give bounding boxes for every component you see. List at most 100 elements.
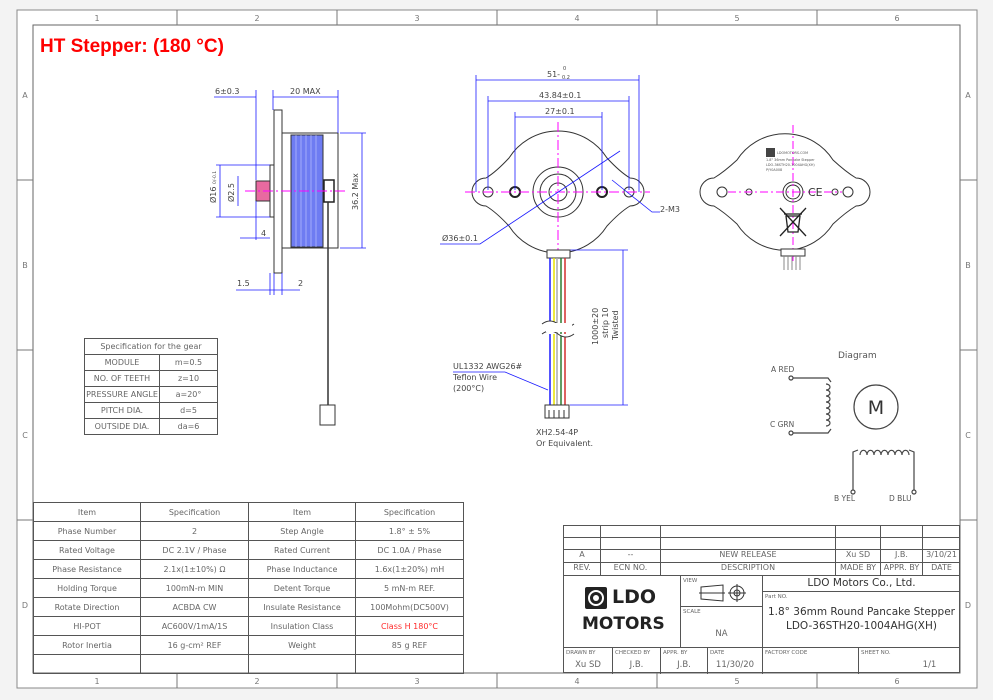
svg-text:2: 2	[298, 279, 303, 288]
svg-text:6: 6	[894, 14, 899, 23]
ecn-header: ECN NO.	[601, 563, 661, 576]
factory-code-label: FACTORY CODE	[765, 650, 808, 656]
cell: 100Mohm(DC500V)	[355, 597, 464, 617]
svg-text:C GRN: C GRN	[770, 420, 794, 429]
svg-text:1: 1	[94, 677, 99, 686]
table-row-empty	[33, 654, 464, 674]
svg-text:5: 5	[734, 677, 739, 686]
svg-text:Twisted: Twisted	[611, 310, 620, 341]
drawn-by-label: DRAWN BY	[566, 650, 596, 656]
svg-text:B: B	[22, 261, 28, 270]
svg-text:A: A	[22, 91, 28, 100]
svg-text:2: 2	[254, 677, 259, 686]
part-number: LDO-36STH20-1004AHG(XH)	[786, 620, 937, 632]
title-block: A -- NEW RELEASE Xu SD J.B. 3/10/21 REV.…	[563, 525, 960, 674]
cell: 2.1x(1±10%) Ω	[140, 559, 249, 579]
boss-tolerance: 0/-0.1	[212, 171, 218, 184]
svg-text:P/Y0A008: P/Y0A008	[766, 168, 782, 172]
made-by-header: MADE BY	[836, 563, 881, 576]
cell: d=5	[159, 402, 218, 419]
svg-text:C: C	[965, 431, 971, 440]
svg-text:1000±20: 1000±20	[591, 308, 600, 345]
svg-text:2: 2	[254, 14, 259, 23]
cell: 5 mN-m REF.	[355, 578, 464, 598]
svg-text:A: A	[965, 91, 971, 100]
svg-text:20 MAX: 20 MAX	[290, 87, 321, 96]
projection-symbol-icon	[699, 584, 746, 602]
date-header: DATE	[923, 563, 960, 576]
approved-by-label: APPR. BY	[663, 650, 688, 656]
svg-text:4: 4	[574, 677, 579, 686]
cell: 2	[140, 521, 249, 541]
cell: PITCH DIA.	[84, 402, 160, 419]
svg-text:strip 10: strip 10	[601, 307, 610, 338]
svg-text:3: 3	[414, 677, 419, 686]
view-cell: VIEW	[681, 576, 763, 607]
factory-code-cell: FACTORY CODE	[763, 648, 859, 674]
cell: Step Angle	[248, 521, 356, 541]
svg-text:Ø36±0.1: Ø36±0.1	[442, 233, 478, 243]
cell: m=0.5	[159, 354, 218, 371]
svg-text:6: 6	[894, 677, 899, 686]
logo-mark	[766, 148, 775, 157]
cell: Insulation Class	[248, 616, 356, 636]
cell: AC600V/1mA/1S	[140, 616, 249, 636]
svg-text:C: C	[22, 431, 28, 440]
cell: 16 g-cm² REF	[140, 635, 249, 655]
cell: PRESSURE ANGLE	[84, 386, 160, 403]
table-row: OUTSIDE DIA.da=6	[84, 418, 218, 435]
svg-text:D BLU: D BLU	[889, 494, 912, 503]
sheet-no-label: SHEET NO.	[861, 650, 891, 656]
cell: Rated Current	[248, 540, 356, 560]
svg-text:43.84±0.1: 43.84±0.1	[539, 91, 581, 100]
svg-text:LDO-36STH20-1004AHG(XH): LDO-36STH20-1004AHG(XH)	[766, 163, 815, 167]
cell: Rated Voltage	[33, 540, 141, 560]
svg-text:0: 0	[563, 66, 566, 72]
made-by-value: Xu SD	[836, 550, 881, 563]
cell: HI-POT	[33, 616, 141, 636]
svg-text:D: D	[22, 601, 28, 610]
svg-text:1.8° 36mm Pancake Stepper: 1.8° 36mm Pancake Stepper	[766, 158, 815, 162]
header-cell: Item	[33, 502, 141, 522]
front-view: 51- 0 0.2 43.84±0.1 27±0.1 Ø36±0.1 2-M3 …	[440, 66, 680, 448]
part-no-label: Part NO.	[765, 594, 788, 600]
cell: Weight	[248, 635, 356, 655]
side-view: 6±0.3 20 MAX 4 1.5 2 36.2 Max Ø16 0/-0.1…	[208, 87, 366, 426]
svg-text:Ø16: Ø16	[208, 187, 218, 203]
svg-text:B YEL: B YEL	[834, 494, 856, 503]
checked-by-label: CHECKED BY	[615, 650, 651, 656]
svg-text:M: M	[868, 397, 884, 419]
cell: da=6	[159, 418, 218, 435]
wiring-diagram: Diagram M A RED C GRN B YEL D BLU	[770, 351, 917, 503]
svg-text:Diagram: Diagram	[838, 351, 877, 361]
page-title: HT Stepper: (180 °C)	[40, 36, 224, 57]
ldo-logo: LDO MOTORS	[564, 576, 681, 648]
part-no-cell: Part NO. 1.8° 36mm Round Pancake Stepper…	[763, 592, 960, 648]
cell: DC 1.0A / Phase	[355, 540, 464, 560]
svg-text:6±0.3: 6±0.3	[215, 87, 240, 96]
description-header: DESCRIPTION	[661, 563, 836, 576]
logo-text-motors: MOTORS	[582, 614, 665, 634]
xh-connector	[544, 404, 570, 419]
cell: Holding Torque	[33, 578, 141, 598]
svg-text:2-M3: 2-M3	[660, 205, 680, 214]
table-row: PITCH DIA.d=5	[84, 402, 218, 419]
back-view: LDOMOTORS.COM 1.8° 36mm Pancake Stepper …	[699, 125, 871, 270]
cell: Rotate Direction	[33, 597, 141, 617]
svg-text:B: B	[965, 261, 971, 270]
rev-header: REV.	[564, 563, 601, 576]
appr-by-header: APPR. BY	[881, 563, 923, 576]
svg-text:XH2.54-4P: XH2.54-4P	[536, 428, 578, 437]
gear-table-title: Specification for the gear	[84, 338, 218, 355]
date-label: DATE	[710, 650, 725, 656]
